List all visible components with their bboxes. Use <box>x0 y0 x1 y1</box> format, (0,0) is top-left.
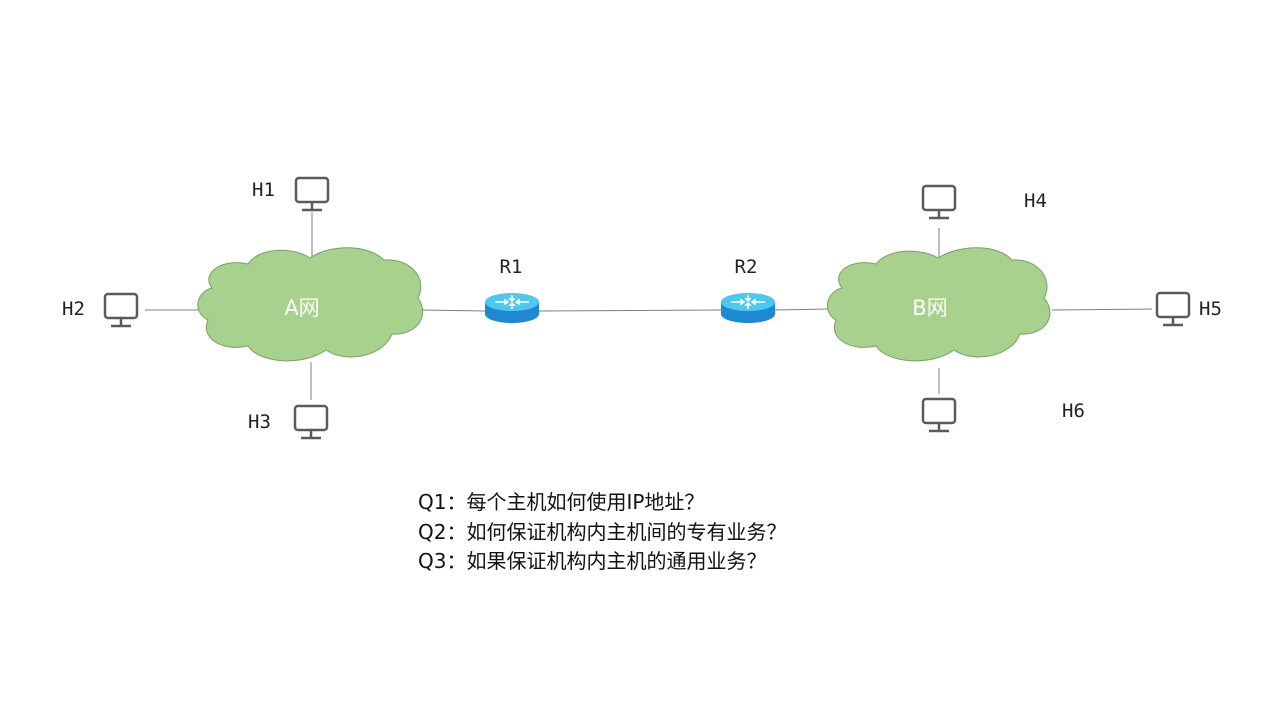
question-list: Q1：每个主机如何使用IP地址？ Q2：如何保证机构内主机间的专有业务？ Q3：… <box>418 488 1018 577</box>
host-h3[interactable]: H3 <box>248 404 329 440</box>
host-h2[interactable]: H2 <box>62 292 139 328</box>
computer-monitor-icon <box>103 292 139 328</box>
router-r1[interactable]: R1 <box>484 256 540 324</box>
computer-monitor-icon <box>293 404 329 440</box>
cloud-b[interactable]: B网 <box>827 247 1051 362</box>
cloud-icon <box>197 247 424 362</box>
computer-monitor-icon <box>921 397 957 433</box>
router-icon <box>720 292 776 324</box>
network-links <box>145 212 1153 400</box>
question-3: Q3：如果保证机构内主机的通用业务？ <box>418 549 767 573</box>
router-r1-label: R1 <box>500 256 523 278</box>
computer-monitor-icon <box>1155 291 1191 327</box>
cloud-a-label: A网 <box>284 296 319 320</box>
host-h6[interactable]: H6 <box>921 397 1085 433</box>
router-r2[interactable]: R2 <box>720 256 776 324</box>
router-r2-label: R2 <box>735 256 758 278</box>
computer-monitor-icon <box>921 184 957 220</box>
link-a-r1 <box>421 309 486 312</box>
host-h5[interactable]: H5 <box>1155 291 1222 327</box>
computer-monitor-icon <box>294 176 330 212</box>
host-h1-label: H1 <box>252 179 275 201</box>
cloud-icon <box>827 247 1051 362</box>
router-icon <box>484 292 540 324</box>
host-h4-label: H4 <box>1024 190 1047 212</box>
host-h1[interactable]: H1 <box>252 176 330 212</box>
host-h3-label: H3 <box>248 411 271 433</box>
cloud-b-label: B网 <box>912 296 947 320</box>
host-h6-label: H6 <box>1062 400 1085 422</box>
host-h5-label: H5 <box>1199 298 1222 320</box>
link-r2-b <box>774 308 829 311</box>
host-h2-label: H2 <box>62 298 85 320</box>
question-1: Q1：每个主机如何使用IP地址？ <box>418 490 705 514</box>
question-2: Q2：如何保证机构内主机间的专有业务？ <box>418 519 787 544</box>
link-h5-b <box>1051 308 1153 311</box>
link-r1-r2 <box>538 309 722 312</box>
host-h4[interactable]: H4 <box>921 184 1047 220</box>
cloud-a[interactable]: A网 <box>197 247 424 362</box>
